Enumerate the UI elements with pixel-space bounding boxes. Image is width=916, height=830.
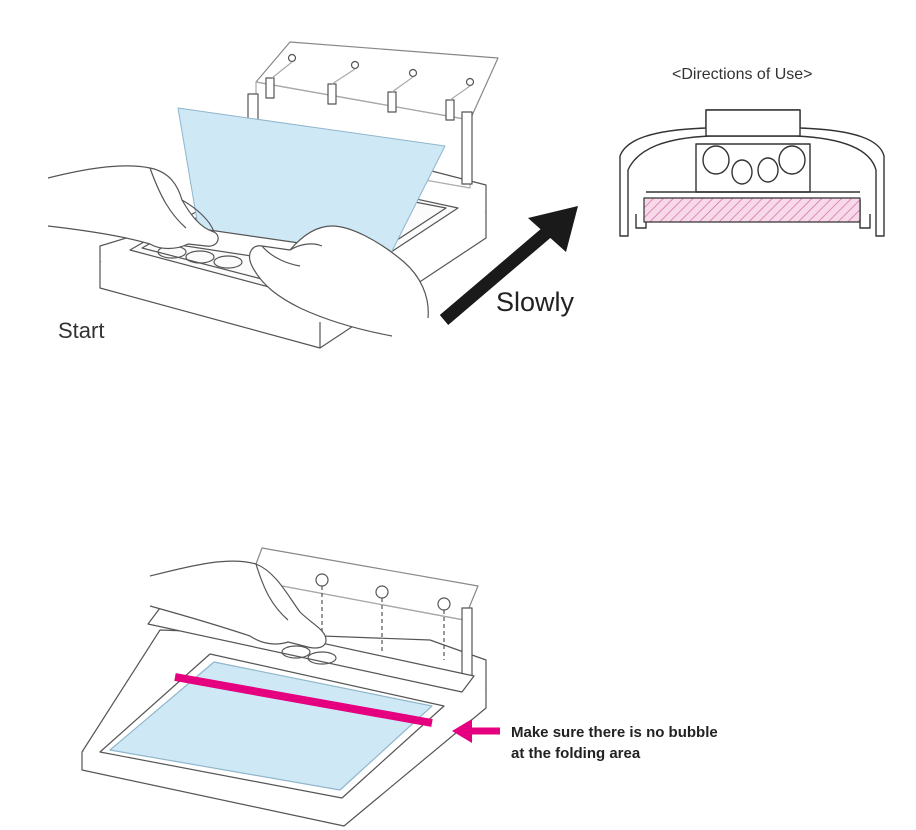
start-label: Start [58, 318, 105, 343]
bubble-note-line-1: Make sure there is no bubble [511, 724, 718, 741]
bubble-warning-note: Make sure there is no bubble at the fold… [511, 722, 718, 764]
folding-line-highlight [174, 673, 433, 727]
left-hand [47, 165, 219, 250]
start-scene [47, 41, 499, 349]
back-guide-panel [255, 41, 499, 121]
guide-pegs [265, 53, 475, 121]
adhesive-pad [643, 197, 861, 223]
right-hand [249, 225, 429, 337]
directions-of-use-label: <Directions of Use> [672, 66, 813, 83]
left-arrow-icon [452, 719, 500, 743]
bottom-hand [149, 560, 327, 649]
bubble-note-line-2: at the folding area [511, 745, 641, 762]
direction-arrow-icon [439, 206, 578, 325]
applied-film [109, 661, 433, 791]
folding-scene [81, 547, 487, 827]
slowly-label: Slowly [496, 287, 575, 317]
cross-section-diagram [619, 109, 885, 237]
